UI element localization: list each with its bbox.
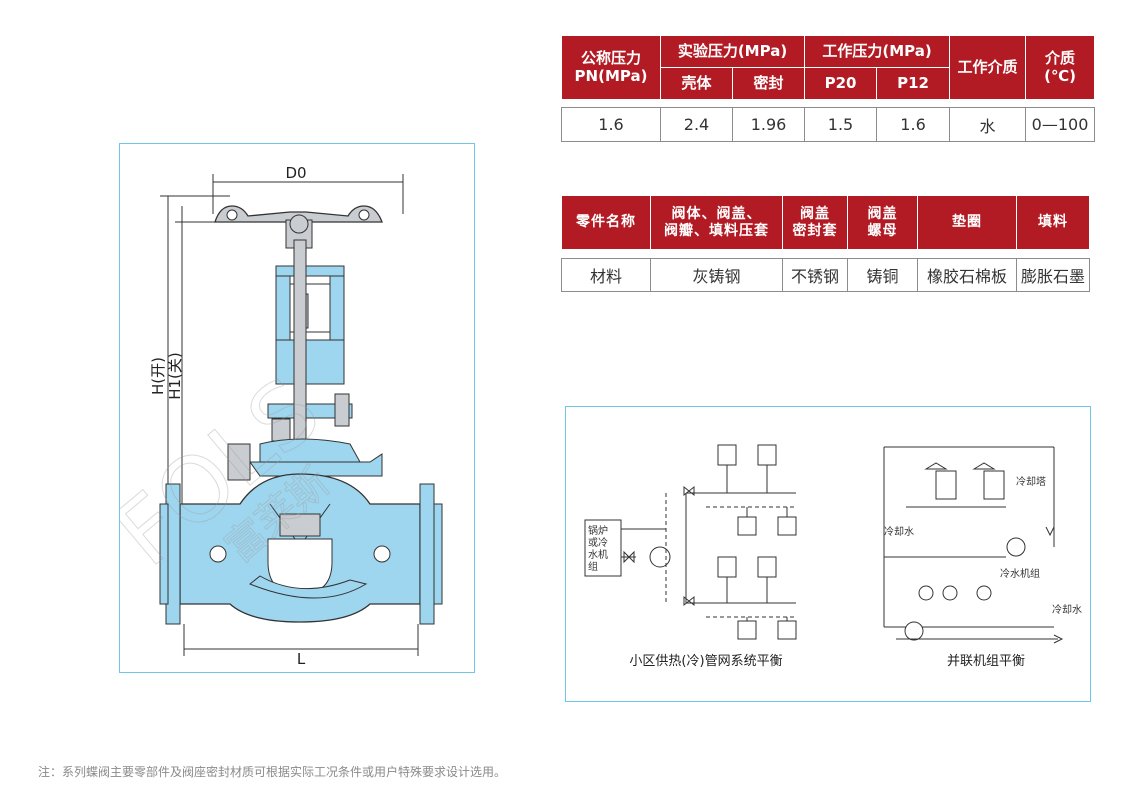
boiler-box-line-4: 组 <box>588 560 598 573</box>
header-p20: P20 <box>804 67 878 100</box>
header-gasket: 垫圈 <box>917 195 1017 250</box>
header-test-shell: 壳体 <box>660 67 733 100</box>
cell-temp: 0—100 <box>1025 107 1096 142</box>
cell-body-material: 灰铸钢 <box>650 258 783 292</box>
left-network <box>584 444 797 640</box>
table-row: 材料 灰铸钢 不锈钢 铸铜 橡胶石棉板 膨胀石墨 <box>561 258 1090 292</box>
header-medium-temp: 介质 (℃) <box>1025 35 1096 100</box>
right-diagram-caption: 并联机组平衡 <box>947 654 1025 669</box>
valve-section-drawing: D0 L H(开) H1(关) <box>120 164 443 668</box>
cell-pn: 1.6 <box>561 107 661 142</box>
dim-h1-label: H1(关) <box>166 352 184 400</box>
system-diagram-panel: 锅炉 或冷 水机 组 冷却塔 冷却水 冷水机组 冷却水 小区供热(冷)管网系统平… <box>565 406 1091 702</box>
cooling-water-label-1: 冷却水 <box>884 525 914 538</box>
valve-body <box>159 473 443 625</box>
header-cover-seal: 阀盖 密封套 <box>782 195 848 250</box>
header-test-seal: 密封 <box>731 67 806 100</box>
pressure-spec-table: 公称压力 PN(MPa) 实验压力(MPa) 工作压力(MPa) 工作介质 介质… <box>561 35 1096 142</box>
header-test-pressure: 实验压力(MPa) <box>659 35 806 68</box>
header-working-pressure: 工作压力(MPa) <box>804 35 951 68</box>
system-diagram: 锅炉 或冷 水机 组 冷却塔 冷却水 冷水机组 冷却水 小区供热(冷)管网系统平… <box>584 444 1082 669</box>
cell-packing-material: 膨胀石墨 <box>1016 258 1090 292</box>
cell-material-label: 材料 <box>561 258 651 292</box>
cell-p20: 1.5 <box>804 107 878 142</box>
cell-gasket-material: 橡胶石棉板 <box>917 258 1017 292</box>
boiler-box-line-2: 或冷 <box>588 536 608 549</box>
handwheel <box>214 205 383 249</box>
cell-p12: 1.6 <box>876 107 951 142</box>
dim-l-label: L <box>297 650 306 668</box>
header-part-name: 零件名称 <box>561 195 651 250</box>
header-p12: P12 <box>876 67 951 100</box>
header-cover-nut: 阀盖 螺母 <box>847 195 918 250</box>
cell-shell: 2.4 <box>660 107 733 142</box>
cell-seal: 1.96 <box>731 107 806 142</box>
cell-medium: 水 <box>949 107 1027 142</box>
valve-drawing-panel: D0 L H(开) H1(关) <box>119 143 475 673</box>
dim-h-label: H(开) <box>149 357 167 395</box>
dim-d0-label: D0 <box>285 164 306 182</box>
valve-bonnet <box>227 438 383 481</box>
chiller-label: 冷水机组 <box>1000 567 1040 580</box>
cell-cover-seal-material: 不锈钢 <box>782 258 848 292</box>
materials-table: 零件名称 阀体、阀盖、 阀瓣、填料压套 阀盖 密封套 阀盖 螺母 垫圈 填料 材… <box>561 195 1090 292</box>
footnote: 注：系列蝶阀主要零部件及阀座密封材质可根据实际工况条件或用户特殊要求设计选用。 <box>38 765 507 779</box>
boiler-box-line-1: 锅炉 <box>588 525 608 537</box>
header-nominal-pressure: 公称压力 PN(MPa) <box>561 35 661 100</box>
left-diagram-caption: 小区供热(冷)管网系统平衡 <box>629 654 782 669</box>
cell-cover-nut-material: 铸铜 <box>847 258 918 292</box>
right-network <box>883 446 1064 644</box>
header-packing: 填料 <box>1016 195 1090 250</box>
table-row: 1.6 2.4 1.96 1.5 1.6 水 0—100 <box>561 107 1096 142</box>
cooling-tower-label: 冷却塔 <box>1016 475 1046 488</box>
header-body: 阀体、阀盖、 阀瓣、填料压套 <box>650 195 783 250</box>
header-medium: 工作介质 <box>949 35 1027 100</box>
cooling-water-label-2: 冷却水 <box>1052 603 1082 616</box>
boiler-box-line-3: 水机 <box>588 548 608 561</box>
